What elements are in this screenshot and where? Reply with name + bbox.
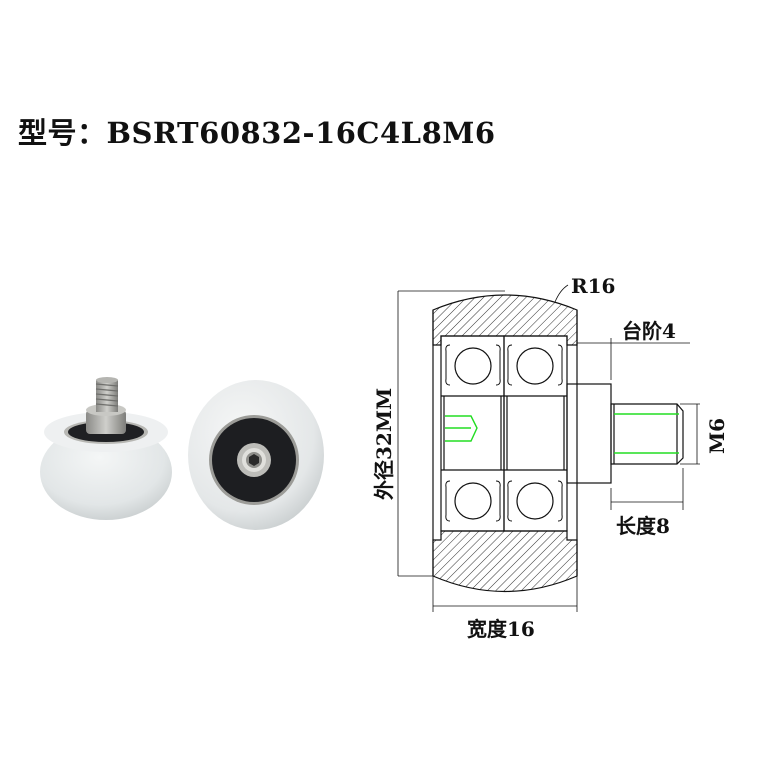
left-wheel-photo [40,377,172,520]
right-wheel-photo [188,380,324,530]
model-number: BSRT60832-16C4L8M6 [106,116,496,150]
tire-bottom-section [432,530,578,593]
thread-stud [610,403,684,465]
label-length: 长度8 [616,514,670,538]
label-outer-diameter: 外径32MM [372,387,396,500]
model-prefix: 型号： [18,116,107,150]
label-thread: M6 [705,417,729,454]
tire-top-section [432,294,578,346]
product-photo [40,377,324,530]
thread-highlight [445,413,679,454]
label-width: 宽度16 [467,617,535,641]
label-radius: R16 [571,274,616,298]
model-title: 型号：BSRT60832-16C4L8M6 [18,110,496,152]
label-step: 台阶4 [622,319,676,343]
step-shoulder [566,383,612,484]
